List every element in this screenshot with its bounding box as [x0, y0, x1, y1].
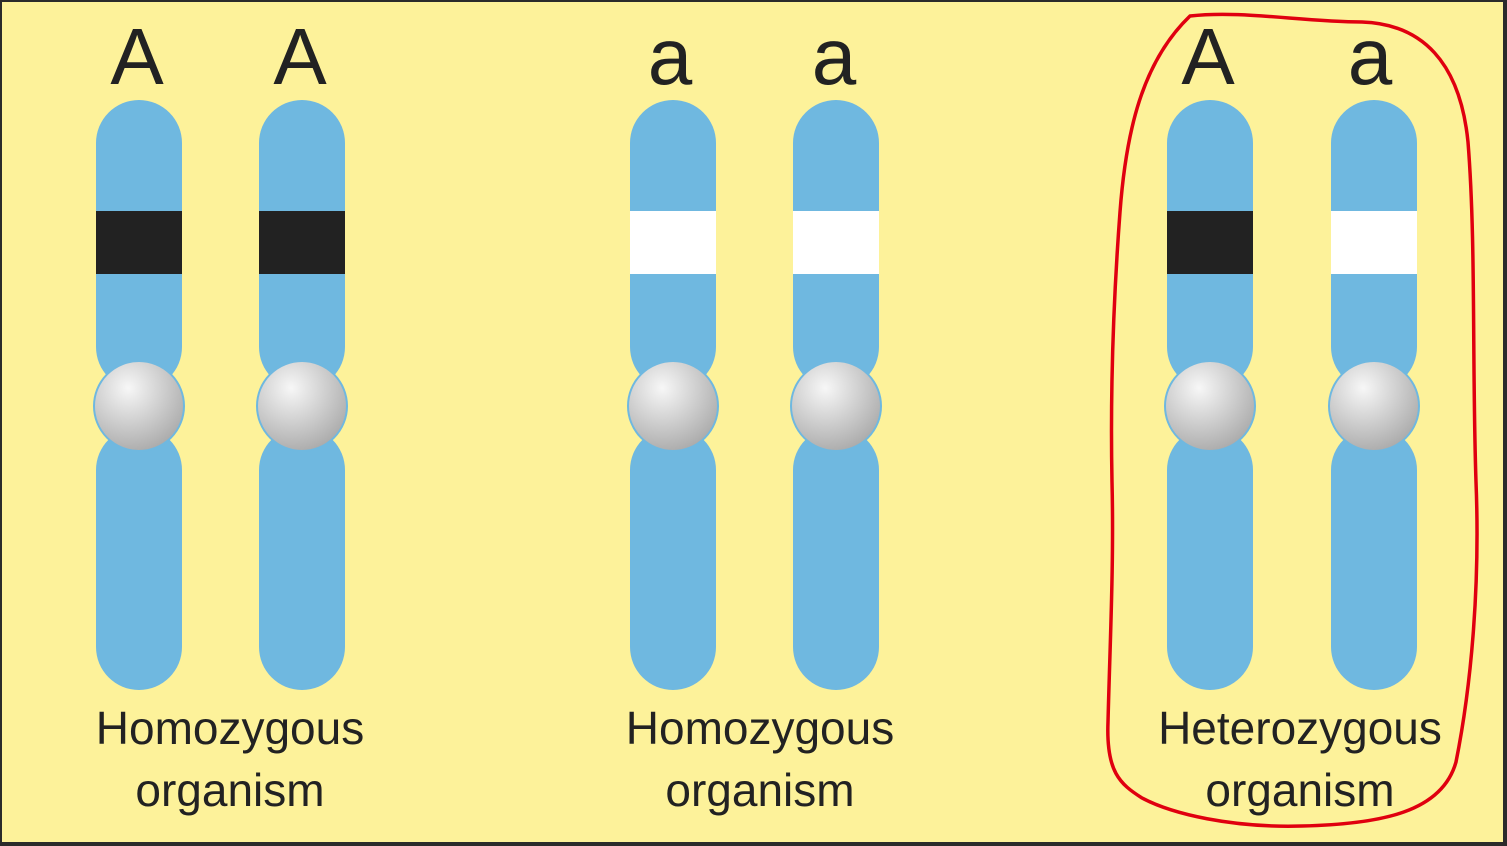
- chromosome-lower-arm: [1167, 427, 1253, 690]
- chromosome: [256, 100, 348, 690]
- chromosome-lower-arm: [96, 427, 182, 690]
- caption-line2: organism: [135, 764, 324, 816]
- group-heterozygous: A a Heterozygous organism: [1158, 12, 1442, 816]
- chromosome: [790, 100, 882, 690]
- centromere: [790, 360, 882, 452]
- recessive-allele-band: [1331, 211, 1417, 274]
- allele-label: a: [648, 12, 693, 101]
- chromosome-lower-arm: [259, 427, 345, 690]
- allele-label: A: [1181, 12, 1235, 101]
- dominant-allele-band: [1167, 211, 1253, 274]
- centromere: [93, 360, 185, 452]
- caption-line1: Homozygous: [626, 702, 894, 754]
- recessive-allele-band: [630, 211, 716, 274]
- centromere: [627, 360, 719, 452]
- centromere: [256, 360, 348, 452]
- chromosome: [1164, 100, 1256, 690]
- chromosome-lower-arm: [1331, 427, 1417, 690]
- allele-label: A: [110, 12, 164, 101]
- caption-line1: Homozygous: [96, 702, 364, 754]
- centromere: [1328, 360, 1420, 452]
- allele-label: a: [812, 12, 857, 101]
- recessive-allele-band: [793, 211, 879, 274]
- group-homozygous-dominant: A A Homozygous organism: [93, 12, 364, 816]
- centromere: [1164, 360, 1256, 452]
- dominant-allele-band: [96, 211, 182, 274]
- chromosome: [93, 100, 185, 690]
- caption-line2: organism: [1205, 764, 1394, 816]
- caption-line2: organism: [665, 764, 854, 816]
- chromosome-lower-arm: [793, 427, 879, 690]
- allele-label: a: [1348, 12, 1393, 101]
- highlight-outline: [1106, 12, 1479, 828]
- chromosome-lower-arm: [630, 427, 716, 690]
- group-homozygous-recessive: a a Homozygous organism: [626, 12, 894, 816]
- allele-label: A: [273, 12, 327, 101]
- chromosome: [627, 100, 719, 690]
- dominant-allele-band: [259, 211, 345, 274]
- caption-line1: Heterozygous: [1158, 702, 1442, 754]
- chromosome: [1328, 100, 1420, 690]
